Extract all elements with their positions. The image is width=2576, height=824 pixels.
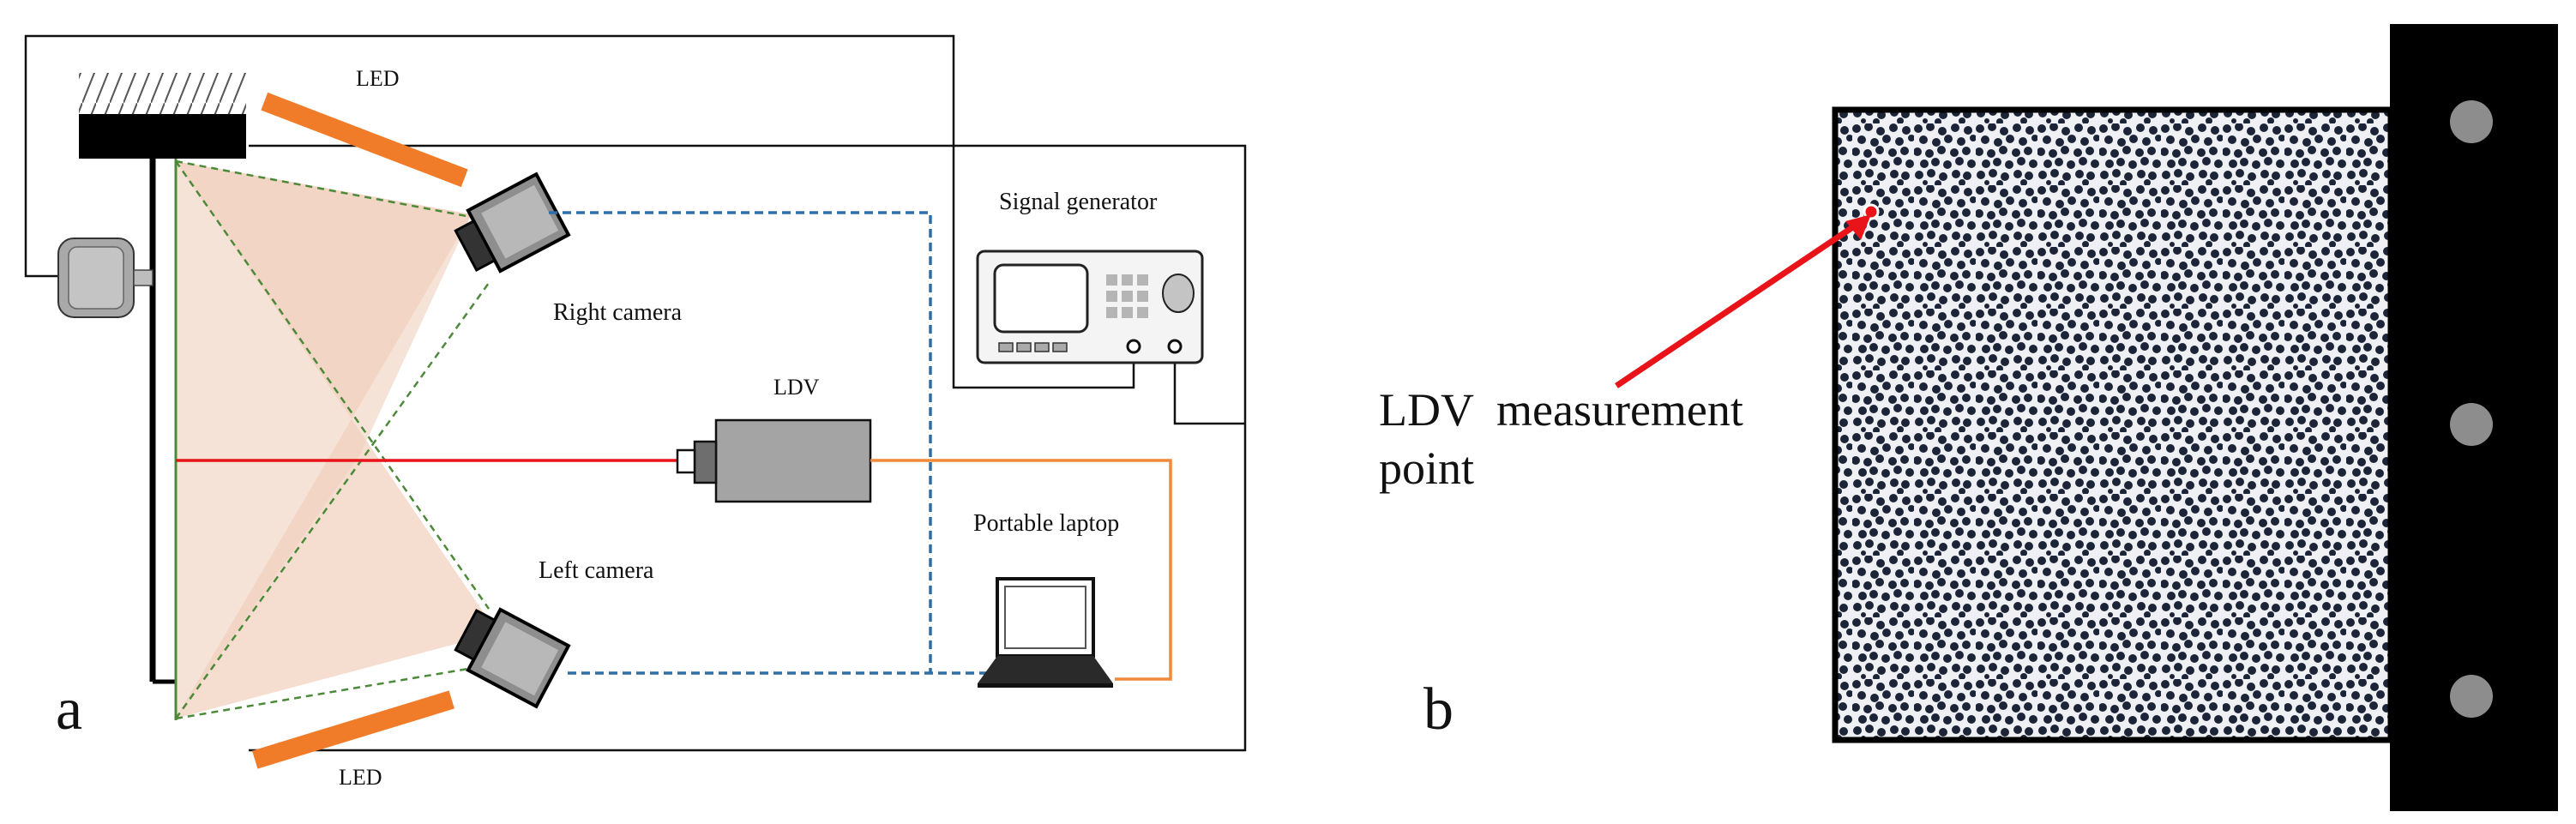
panel-b: LDV measurement point b	[1379, 24, 2558, 811]
portable-laptop-label: Portable laptop	[973, 510, 1119, 537]
fixed-support-hatch	[79, 73, 246, 114]
panel-a: LED LED Right camera Left camera LDV	[24, 34, 1247, 790]
measurement-label-line1: LDV measurement	[1379, 384, 1743, 436]
bolt-bottom	[2450, 675, 2493, 718]
ldv-laptop-cable	[870, 459, 1172, 681]
ldv-device	[676, 418, 872, 503]
led-bottom-label: LED	[339, 765, 382, 790]
shaker	[57, 238, 153, 318]
left-camera	[454, 607, 571, 709]
ldv-label: LDV	[773, 375, 820, 400]
measurement-label-line2: point	[1379, 442, 1474, 494]
right-camera-cable	[549, 211, 932, 673]
measurement-arrow	[1615, 222, 1858, 388]
bolt-middle	[2450, 403, 2493, 446]
led-bottom	[252, 690, 454, 769]
clamp-block	[79, 114, 246, 159]
signal-generator	[976, 250, 1204, 364]
panel-b-letter: b	[1423, 677, 1454, 743]
sg-output-wire	[1173, 341, 1245, 425]
led-top	[261, 92, 468, 188]
panel-a-letter: a	[56, 677, 82, 743]
speckle-specimen	[1832, 106, 2394, 743]
right-camera-label: Right camera	[553, 299, 683, 326]
right-camera	[454, 171, 571, 274]
signal-generator-label: Signal generator	[999, 189, 1158, 215]
shaker-signal-wire	[24, 34, 1135, 389]
setup-enclosure	[249, 144, 1247, 752]
ldv-measurement-point	[1863, 203, 1880, 220]
left-camera-label: Left camera	[539, 557, 654, 584]
bolt-top	[2450, 100, 2493, 143]
led-top-label: LED	[356, 66, 400, 91]
portable-laptop	[978, 577, 1113, 688]
